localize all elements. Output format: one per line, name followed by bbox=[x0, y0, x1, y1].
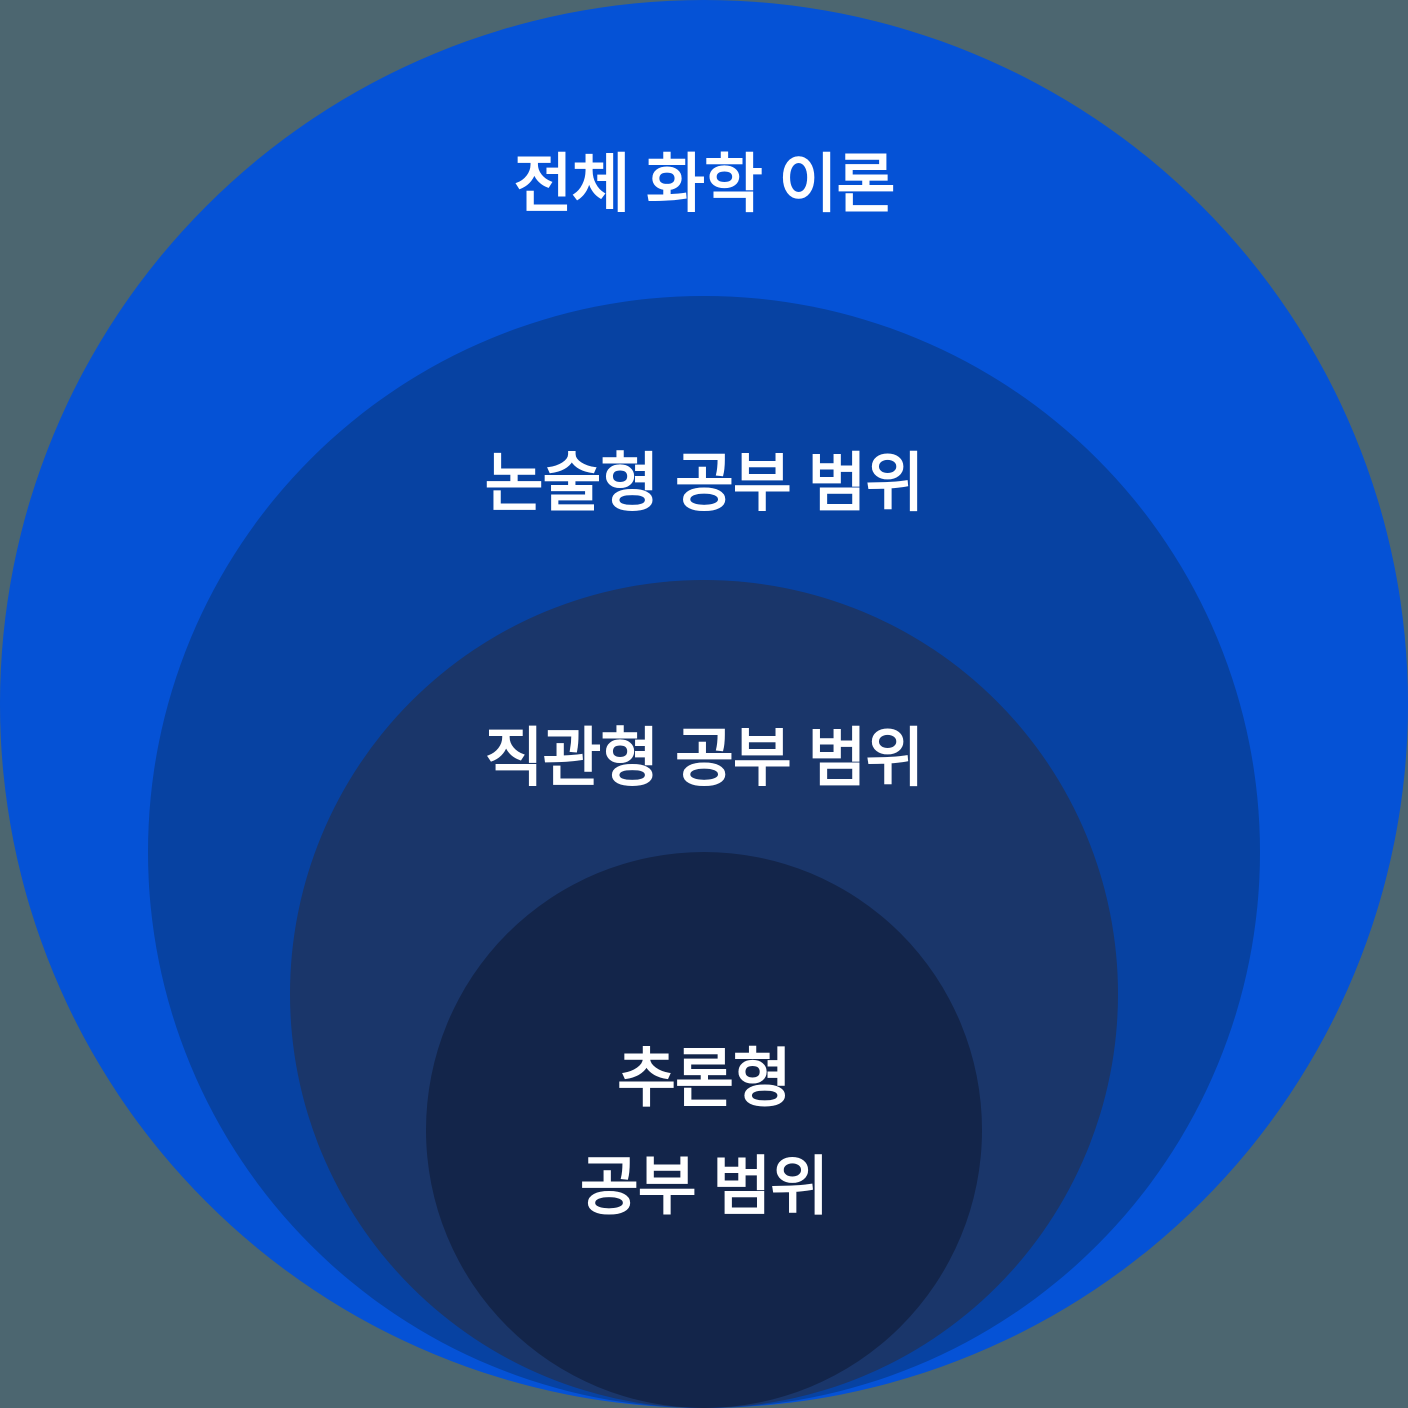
ring-inference-label: 추론형 공부 범위 bbox=[579, 1042, 829, 1222]
ring-outer-label: 전체 화학 이론 bbox=[513, 147, 896, 220]
ring-essay-label: 논술형 공부 범위 bbox=[484, 446, 925, 519]
ring-intuition-label: 직관형 공부 범위 bbox=[484, 721, 925, 794]
ring-inference-study-scope: 추론형 공부 범위 bbox=[426, 852, 982, 1408]
